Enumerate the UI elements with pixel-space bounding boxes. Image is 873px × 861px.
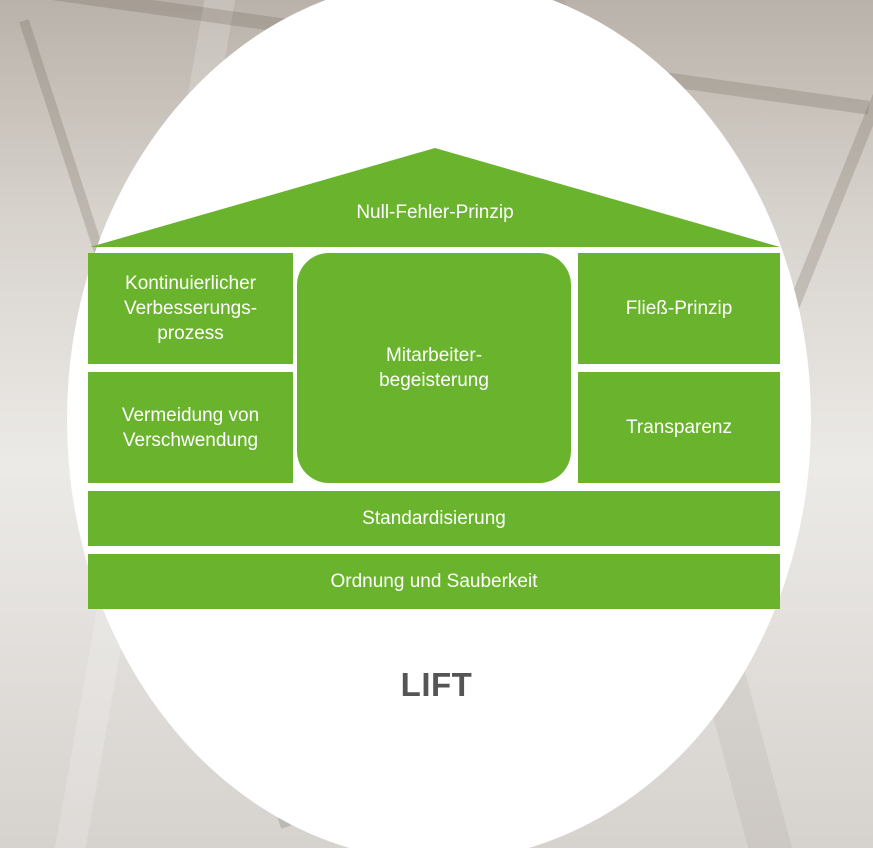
block-waste-avoidance-label: Vermeidung von Verschwendung xyxy=(121,404,260,451)
block-employee-enthusiasm-label: Mitarbeiter-begeisterung xyxy=(379,345,489,391)
block-transparency-label: Transparenz xyxy=(626,417,732,438)
block-flow-principle-label: Fließ-Prinzip xyxy=(625,298,733,319)
block-waste-avoidance: Vermeidung von Verschwendung xyxy=(88,372,293,483)
block-order-cleanliness-label: Ordnung und Sauberkeit xyxy=(330,571,538,592)
block-employee-enthusiasm: Mitarbeiter-begeisterung xyxy=(297,253,571,483)
roof-triangle xyxy=(90,148,780,247)
block-transparency: Transparenz xyxy=(578,372,780,483)
diagram-title: LIFT xyxy=(400,666,473,703)
block-order-cleanliness: Ordnung und Sauberkeit xyxy=(88,554,780,609)
block-standardization-label: Standardisierung xyxy=(362,508,506,529)
block-flow-principle: Fließ-Prinzip xyxy=(578,253,780,364)
block-continuous-improvement-label: Kontinuierlicher Verbesserungs-prozess xyxy=(123,273,258,344)
block-standardization: Standardisierung xyxy=(88,491,780,546)
roof-label: Null-Fehler-Prinzip xyxy=(356,202,514,223)
block-continuous-improvement: Kontinuierlicher Verbesserungs-prozess xyxy=(88,253,293,364)
